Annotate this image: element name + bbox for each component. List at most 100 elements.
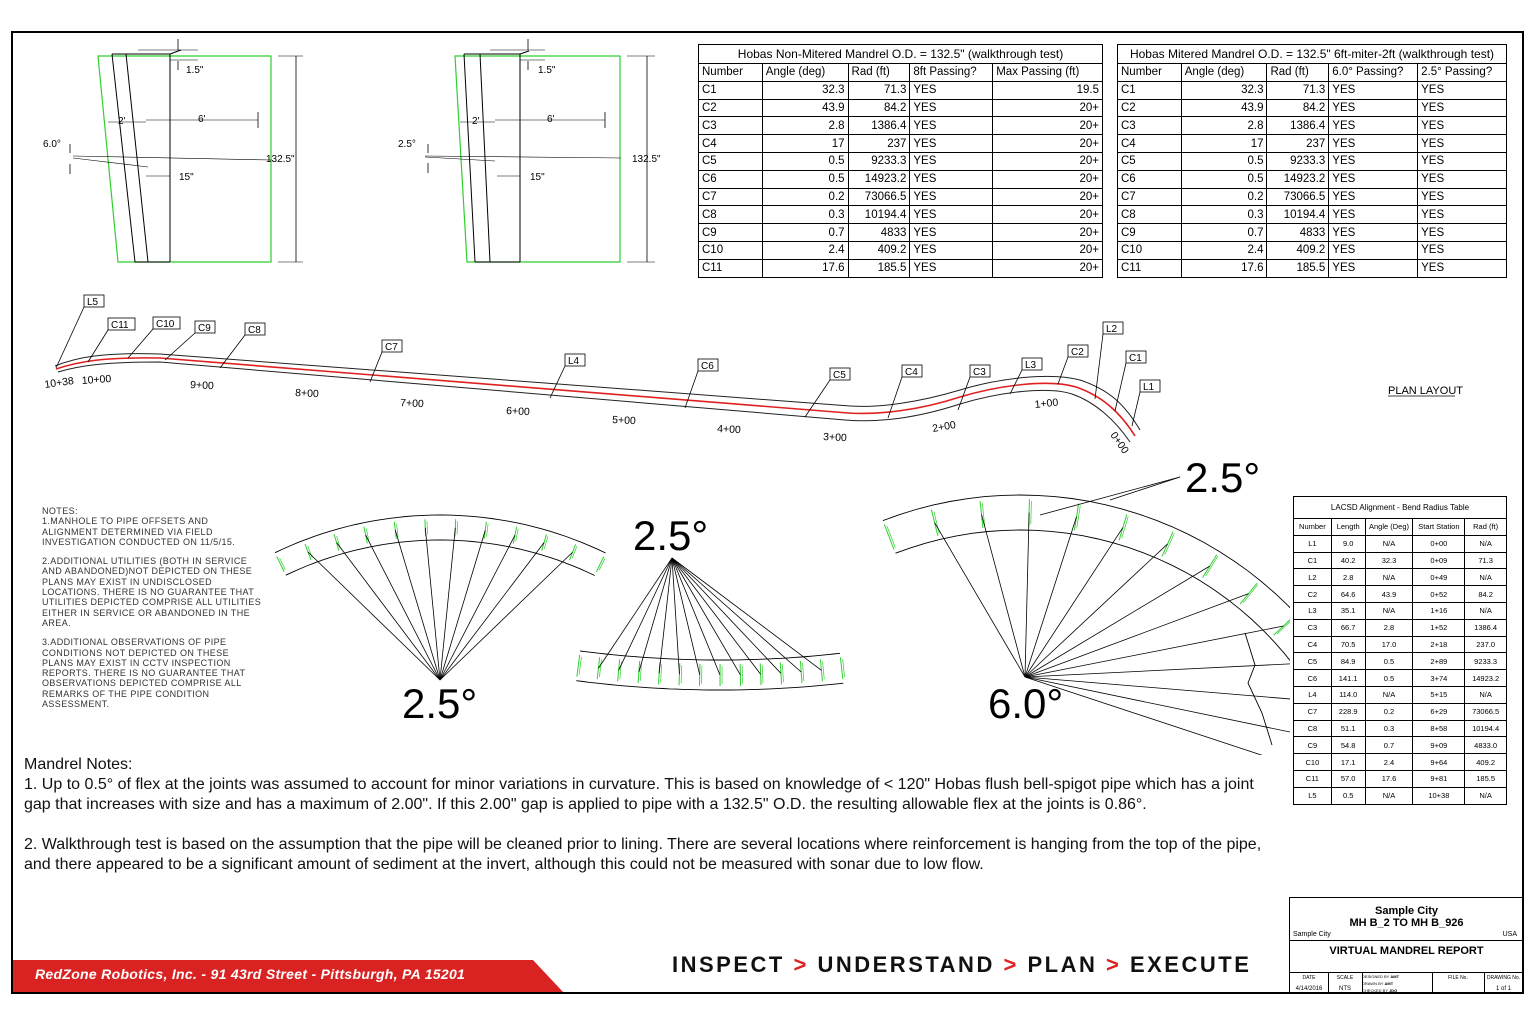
table-cell: 0.2 (1180, 187, 1268, 207)
table-cell: 141.1 (1330, 669, 1366, 687)
table-cell: 1+52 (1412, 618, 1466, 637)
table-cell: 10194.4 (847, 205, 911, 225)
table-cell: 1+16 (1412, 601, 1466, 620)
joint-line (576, 654, 581, 677)
table-cell: 185.5 (1464, 769, 1507, 788)
table-cell: C3 (698, 116, 763, 136)
radial-arrow (1024, 543, 1168, 678)
table-cell: C8 (698, 205, 763, 225)
radial-arrow (658, 557, 673, 674)
segment-label: L2 (1106, 324, 1118, 335)
radial-arrow (1024, 512, 1030, 678)
segment-label-box (194, 320, 216, 334)
table-cell: YES (1417, 169, 1507, 189)
table-cell: C7 (1293, 702, 1332, 721)
table-cell: C8 (1293, 719, 1332, 738)
table-cell: 20+ (992, 169, 1103, 189)
joint-line (515, 528, 519, 542)
pipe-wall (274, 514, 606, 554)
joint-line (819, 659, 823, 682)
table-cell: 17.6 (1364, 769, 1414, 788)
table-cell: 237 (1266, 134, 1330, 153)
table-cell: YES (1328, 258, 1419, 278)
table-cell: 9.0 (1330, 534, 1366, 553)
table-cell: 66.7 (1330, 618, 1366, 637)
date-value: 4/14/2016 (1295, 986, 1323, 992)
joint-line (1161, 531, 1174, 557)
table-cell: 9233.3 (1266, 151, 1330, 171)
table-cell: C10 (1117, 240, 1182, 260)
column-header: Number (1117, 63, 1182, 82)
table-cell: 0.5 (761, 151, 849, 171)
bend-diagrams: 2.5° 2.5° 2.5° 6.0° (274, 455, 1290, 755)
radial-arrow (1024, 516, 1077, 678)
table-cell: 20+ (992, 205, 1103, 225)
title-block: Sample City MH B_2 TO MH B_926 Sample Ci… (1289, 897, 1523, 994)
table-cell: 409.2 (847, 240, 911, 260)
table-cell: YES (909, 240, 994, 260)
table-cell: C4 (698, 134, 763, 153)
table-cell: 0+09 (1412, 551, 1466, 570)
station-label: 10+38 (44, 375, 75, 391)
table-cell: YES (909, 151, 994, 171)
table-cell: 2.8 (1330, 568, 1366, 587)
radial-arrow (671, 557, 680, 675)
table-cell: 71.3 (847, 80, 911, 100)
table-cell: C5 (1117, 151, 1182, 171)
table-cell: 2.4 (761, 240, 849, 260)
table-cell: 5+15 (1412, 685, 1466, 704)
note-item-3: 3.ADDITIONAL OBSERVATIONS OF PIPE CONDIT… (42, 637, 246, 710)
station-label: 8+00 (295, 387, 319, 400)
joint-line (279, 557, 286, 570)
slogan-arrow: > (793, 952, 809, 977)
table-cell: C5 (1293, 652, 1332, 671)
table-cell: C1 (1293, 551, 1332, 570)
joint-line (842, 659, 845, 678)
table-cell: 35.1 (1330, 601, 1366, 620)
table-cell: 14923.2 (1464, 669, 1507, 687)
table-caption: LACSD Alignment - Bend Radius Table (1293, 496, 1507, 519)
segment-label: C9 (198, 323, 211, 334)
table-cell: C2 (698, 98, 763, 118)
table-cell: C10 (698, 240, 763, 260)
table-cell: YES (909, 116, 994, 136)
joint-line (599, 659, 602, 678)
radial-arrow (336, 542, 441, 681)
table-cell: N/A (1364, 568, 1414, 587)
column-header: Max Passing (ft) (992, 63, 1103, 82)
scale-value: NTS (1339, 986, 1351, 992)
table-cell: C11 (698, 258, 763, 278)
radial-arrow (638, 557, 673, 673)
segment-label-box (1139, 379, 1161, 393)
radial-arrow (671, 557, 782, 674)
radial-arrow (598, 557, 673, 669)
segment-label-box (564, 353, 586, 367)
pipe-centerline (55, 357, 1136, 437)
designer-cell: DESIGNED BY AMT DRAWN BY AMT CHECKED BY … (1362, 973, 1433, 994)
scale-label: SCALE (1336, 975, 1354, 981)
table-cell: 20+ (992, 240, 1103, 260)
table-cell: 10194.4 (1266, 205, 1330, 225)
table-cell: 43.9 (1364, 585, 1414, 603)
table-cell: 84.2 (847, 98, 911, 118)
column-header: Number (1293, 518, 1332, 536)
table-cell: YES (1328, 134, 1419, 153)
company-address: RedZone Robotics, Inc. - 91 43rd Street … (35, 966, 466, 982)
table-cell: 0.5 (1364, 652, 1414, 671)
segment-label: C10 (156, 319, 175, 330)
joint-line (595, 556, 605, 573)
table-cell: 57.0 (1330, 769, 1366, 788)
slogan-arrow: > (1105, 952, 1122, 977)
angle-label: 2.5° (398, 139, 416, 150)
segment-label: C6 (701, 361, 714, 372)
table-cell: C6 (698, 169, 763, 189)
joint-line (1164, 533, 1175, 555)
table-cell: 185.5 (1266, 258, 1330, 278)
radial-arrow (439, 527, 456, 681)
segment-label: C8 (248, 325, 261, 336)
